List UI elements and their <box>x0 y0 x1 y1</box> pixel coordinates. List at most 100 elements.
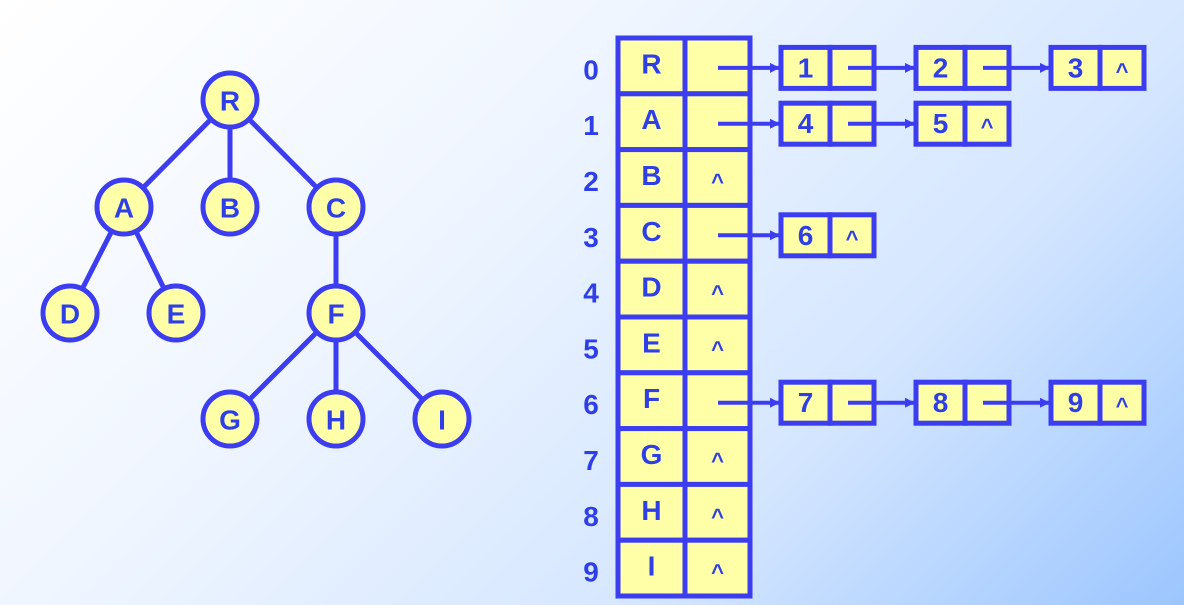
tree-node-I: I <box>412 389 472 449</box>
list-node-3: 3^ <box>1048 44 1147 91</box>
list-node-next-cell <box>1097 44 1147 91</box>
tree-node-label: B <box>220 193 240 224</box>
tree-node-circle <box>306 283 366 343</box>
tree-node-circle <box>412 389 472 449</box>
list-node-label: 9 <box>1068 387 1084 418</box>
tree-node-label: H <box>326 405 346 436</box>
null-pointer: ^ <box>1116 58 1129 83</box>
list-node-label: 8 <box>933 387 949 418</box>
table-row-9: 9 I ^ <box>583 537 753 599</box>
row-data: I <box>648 551 656 582</box>
null-pointer: ^ <box>711 560 724 585</box>
list-node-label: 4 <box>798 108 814 139</box>
tree-node-label: C <box>326 193 346 224</box>
tree-node-label: A <box>114 193 134 224</box>
pointer-cell <box>682 426 753 487</box>
list-node-1: 1 <box>778 44 915 91</box>
row-data: D <box>641 272 661 303</box>
tree-node-F: F <box>306 283 366 343</box>
tree-node-circle <box>200 389 260 449</box>
pointer-cell <box>682 202 753 264</box>
row-index: 9 <box>583 557 599 588</box>
list-node-label: 1 <box>798 52 814 83</box>
table-row-7: 7 G ^ <box>583 426 753 487</box>
row-data: C <box>641 216 661 247</box>
tree-node-circle <box>200 177 260 237</box>
list-node-7: 7 <box>778 379 915 426</box>
list-node-label: 5 <box>933 108 949 139</box>
row-data: A <box>641 104 661 135</box>
list-node-next-cell <box>1097 379 1147 426</box>
list-node-data-cell <box>778 100 833 147</box>
pointer-cell <box>682 314 753 376</box>
row-data: R <box>641 48 661 79</box>
tree-node-H: H <box>306 389 366 449</box>
list-node-4: 4 <box>778 100 915 147</box>
pointer-cell <box>682 147 753 208</box>
null-pointer: ^ <box>711 281 724 306</box>
null-pointer: ^ <box>846 226 859 251</box>
tree-node-label: D <box>60 299 80 330</box>
list-node-next-cell <box>962 100 1012 147</box>
tree-node-label: R <box>220 86 240 117</box>
list-node-label: 6 <box>798 220 814 251</box>
row-index: 2 <box>583 166 599 197</box>
row-index: 7 <box>583 445 599 476</box>
tree-node-circle <box>94 177 154 237</box>
row-index: 8 <box>583 501 599 532</box>
row-index: 3 <box>583 222 599 253</box>
pointer-cell <box>682 537 753 599</box>
list-node-6: 6^ <box>778 212 877 259</box>
list-node-9: 9^ <box>1048 379 1147 426</box>
tree-node-C: C <box>306 177 366 237</box>
table-row-4: 4 D ^ <box>583 258 753 320</box>
tree-node-circle <box>40 283 100 343</box>
tree-node-G: G <box>200 389 260 449</box>
row-data: F <box>643 383 660 414</box>
row-data: B <box>641 160 661 191</box>
tree-node-label: I <box>438 405 446 436</box>
row-index: 6 <box>583 389 599 420</box>
row-data: H <box>641 495 661 526</box>
null-pointer: ^ <box>981 114 994 139</box>
row-index: 4 <box>583 278 599 309</box>
pointer-cell <box>682 370 753 432</box>
tree-node-label: F <box>327 299 344 330</box>
list-node-next-cell <box>827 212 877 259</box>
list-node-data-cell <box>778 379 833 426</box>
data-cell <box>615 35 688 97</box>
tree-node-circle <box>146 283 206 343</box>
list-node-label: 3 <box>1068 52 1084 83</box>
list-node-8: 8 <box>913 379 1050 426</box>
tree-nodes: R A B C D E F G H I <box>40 70 472 449</box>
tree-node-label: G <box>219 405 241 436</box>
tree-node-B: B <box>200 177 260 237</box>
tree-node-circle <box>306 177 366 237</box>
list-node-5: 5^ <box>913 100 1012 147</box>
null-pointer: ^ <box>1116 393 1129 418</box>
list-node-label: 7 <box>798 387 814 418</box>
tree-node-circle <box>306 389 366 449</box>
list-node-data-cell <box>913 379 968 426</box>
tree-node-label: E <box>167 299 186 330</box>
row-index: 1 <box>583 110 599 141</box>
tree-node-A: A <box>94 177 154 237</box>
child-list-3: 6^ <box>718 212 877 259</box>
null-pointer: ^ <box>711 448 724 473</box>
null-pointer: ^ <box>711 169 724 194</box>
list-node-label: 2 <box>933 52 949 83</box>
null-pointer: ^ <box>711 504 724 529</box>
data-cell <box>615 426 688 487</box>
row-index: 0 <box>583 54 599 85</box>
row-index: 5 <box>583 333 599 364</box>
row-data: G <box>641 439 663 470</box>
